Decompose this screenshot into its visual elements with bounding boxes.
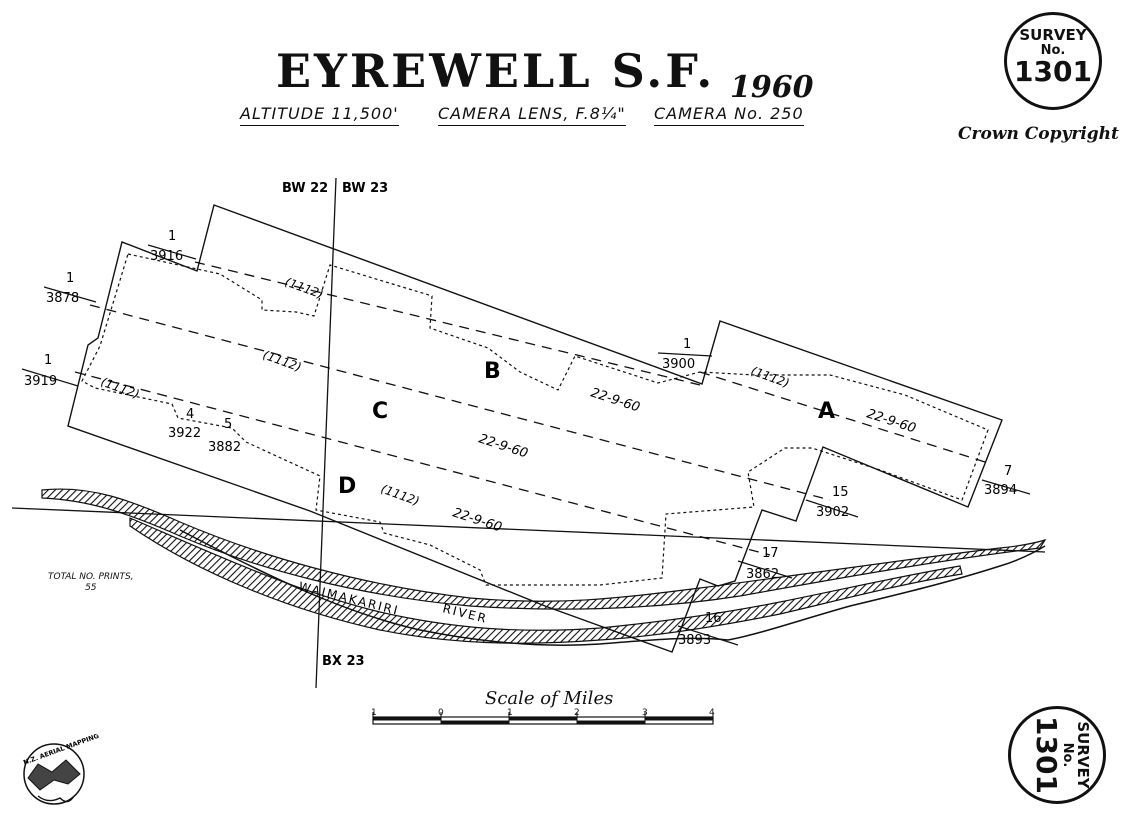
svg-text:15: 15 [832, 485, 849, 500]
company-logo: N.Z. AERIAL MAPPING LTD [22, 734, 100, 805]
frame-label-3894: 7 3894 [981, 464, 1031, 498]
crown-copyright: Crown Copyright [958, 124, 1119, 144]
run-code-d-left: (1112) [99, 375, 141, 402]
scale-tick-label: 4 [709, 708, 715, 718]
run-label-a: A [818, 399, 835, 424]
coverage-boundary [67, 204, 1003, 653]
frame-label-3862: 17 3862 [737, 546, 793, 582]
altitude-label: ALTITUDE 11,500' [240, 104, 399, 126]
scale-tick-label: 0 [438, 708, 444, 718]
map-title: EYREWELL S.F. [276, 44, 716, 98]
svg-text:16: 16 [705, 611, 722, 626]
grid-line-horizontal [11, 507, 1046, 553]
svg-text:1: 1 [683, 337, 691, 352]
svg-text:4: 4 [186, 407, 194, 422]
svg-text:3922: 3922 [168, 426, 201, 441]
grid-label-bx23: BX 23 [322, 654, 365, 669]
grid-line-vertical [315, 177, 337, 689]
map-year: 1960 [730, 70, 814, 105]
run-date-b: 22-9-60 [589, 386, 642, 416]
frame-label-3878: 1 3878 [43, 271, 97, 306]
frame-label-3916: 1 3916 [147, 229, 197, 264]
grid-label-bw22: BW 22 [282, 181, 328, 196]
svg-text:1: 1 [66, 271, 74, 286]
run-date-a: 22-9-60 [865, 407, 918, 437]
stamp-survey-label: SURVEY [1019, 26, 1087, 44]
run-label-b: B [484, 359, 501, 384]
frame-label-3902: 15 3902 [805, 485, 859, 520]
flight-line-c [89, 304, 831, 501]
svg-text:3900: 3900 [662, 357, 695, 372]
svg-text:3894: 3894 [984, 483, 1017, 498]
frame-label-3900: 1 3900 [657, 337, 713, 372]
svg-text:3902: 3902 [816, 505, 849, 520]
frame-label-3919: 1 3919 [21, 353, 79, 389]
total-prints-value: 55 [85, 583, 97, 593]
frame-label-3893: 16 3893 [677, 611, 739, 648]
camera-number-label: CAMERA No. 250 [654, 104, 804, 126]
svg-text:3916: 3916 [150, 249, 183, 264]
svg-text:7: 7 [1004, 464, 1012, 479]
svg-text:3919: 3919 [24, 374, 57, 389]
scale-tick-label: 1 [507, 708, 513, 718]
svg-text:N.Z. AERIAL MAPPING LTD: N.Z. AERIAL MAPPING LTD [22, 734, 100, 767]
river-channel [129, 517, 963, 644]
flight-line-d [74, 371, 771, 556]
frame-label-3922: 4 3922 [168, 407, 201, 441]
run-code-b: (1112) [283, 275, 325, 302]
svg-text:1: 1 [44, 353, 52, 368]
run-code-c: (1112) [261, 348, 303, 375]
run-label-c: C [372, 399, 388, 424]
scale-title: Scale of Miles [485, 688, 614, 709]
svg-text:3878: 3878 [46, 291, 79, 306]
total-prints-note: TOTAL NO. PRINTS, 55 [48, 572, 134, 594]
run-date-d: 22-9-60 [451, 506, 504, 536]
grid-label-bw23: BW 23 [342, 181, 388, 196]
run-code-d: (1112) [379, 482, 421, 509]
svg-text:3893: 3893 [678, 633, 711, 648]
run-code-a: (1112) [749, 364, 791, 391]
scale-bar [372, 712, 714, 725]
run-date-c: 22-9-60 [477, 432, 530, 462]
flight-line-b [194, 261, 701, 386]
run-label-d: D [338, 474, 356, 499]
svg-text:1: 1 [168, 229, 176, 244]
river-hatch-upper [41, 488, 1047, 610]
scale-tick-label: 1 [371, 708, 377, 718]
stamp-number: 1301 [1014, 55, 1092, 88]
camera-lens-label: CAMERA LENS, F.8¼" [438, 104, 626, 126]
scale-tick-label: 2 [574, 708, 580, 718]
stamp-no-label: No. [1040, 43, 1066, 58]
svg-text:5: 5 [224, 417, 232, 432]
total-prints-label: TOTAL NO. PRINTS, [48, 572, 134, 582]
survey-block [81, 253, 989, 586]
flight-line-a [699, 371, 986, 463]
scale-tick-label: 3 [642, 708, 648, 718]
frame-label-3882: 5 3882 [208, 417, 241, 455]
survey-stamp-top: SURVEY No. 1301 [1004, 12, 1102, 110]
svg-text:3882: 3882 [208, 440, 241, 455]
river-bank-lower [179, 529, 1046, 646]
svg-text:17: 17 [762, 546, 779, 561]
